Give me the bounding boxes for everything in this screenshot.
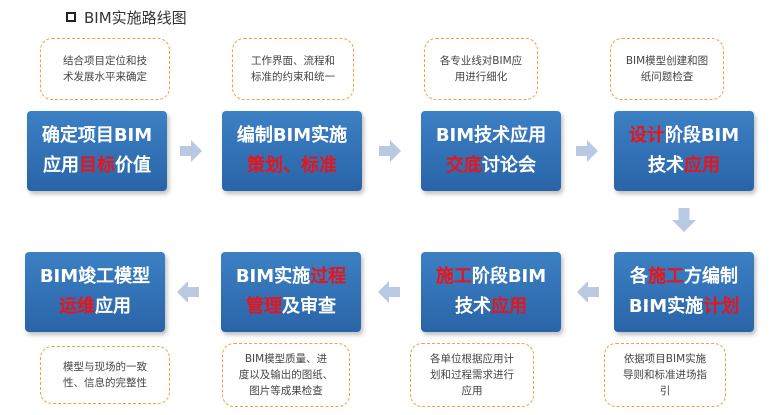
- step-box-8: BIM竣工模型 运维应用: [25, 252, 165, 332]
- note-bottom-3: 各单位根据应用计划和过程需求进行应用: [410, 343, 534, 407]
- checkbox-square-icon: [66, 12, 76, 22]
- arrow-right-icon: [379, 140, 401, 162]
- step-box-1: 确定项目BIM 应用目标价值: [27, 111, 167, 191]
- step-box-7: BIM实施过程 管理及审查: [221, 252, 361, 332]
- note-bottom-4: 依据项目BIM实施导则和标准进场指引: [604, 343, 726, 407]
- note-bottom-1: 模型与现场的一致性、信息的完整性: [40, 346, 170, 404]
- title-text: BIM实施路线图: [84, 8, 187, 27]
- step-box-5: 各施工方编制 BIM实施计划: [614, 252, 754, 332]
- note-top-1: 结合项目定位和技术发展水平来确定: [40, 38, 170, 100]
- note-top-4: BIM模型创建和图纸问题检查: [610, 38, 724, 100]
- note-top-2: 工作界面、流程和标准的约束和统一: [232, 38, 354, 100]
- step-box-4: 设计阶段BIM 技术应用: [614, 111, 754, 191]
- arrow-right-icon: [180, 140, 202, 162]
- arrow-down-icon: [672, 207, 696, 233]
- step-box-6: 施工阶段BIM 技术应用: [421, 252, 561, 332]
- arrow-left-icon: [378, 281, 400, 303]
- note-bottom-2: BIM模型质量、进度以及输出的图纸、图片等成果检查: [222, 343, 350, 407]
- step-box-2: 编制BIM实施 策划、标准: [222, 111, 362, 191]
- arrow-right-icon: [576, 140, 598, 162]
- arrow-left-icon: [177, 281, 199, 303]
- arrow-left-icon: [577, 281, 599, 303]
- note-top-3: 各专业线对BIM应用进行细化: [424, 38, 538, 100]
- diagram-title: BIM实施路线图: [66, 6, 187, 28]
- step-box-3: BIM技术应用 交底讨论会: [421, 111, 561, 191]
